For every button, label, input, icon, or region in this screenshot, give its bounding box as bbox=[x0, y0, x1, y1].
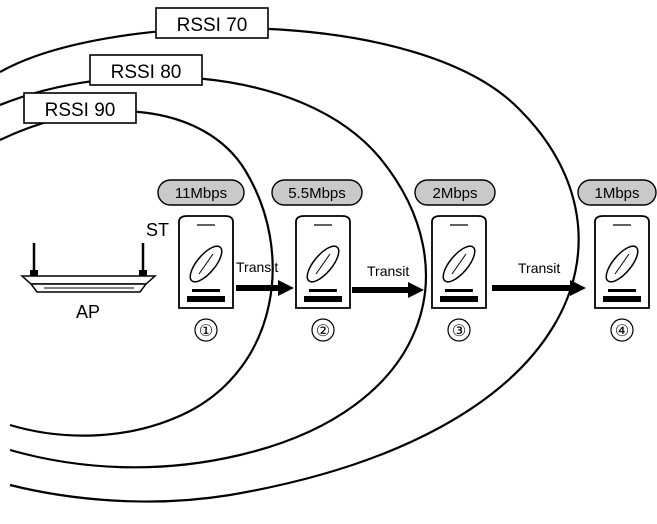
transit-arrow-3 bbox=[492, 280, 586, 296]
rssi-70-text: RSSI 70 bbox=[177, 15, 248, 36]
station-3: 2Mbps ③ bbox=[414, 179, 496, 342]
wireless-adapter-icon bbox=[594, 215, 650, 309]
station-2-rate-badge: 5.5Mbps bbox=[288, 185, 346, 202]
transit-label-1: Transit bbox=[236, 259, 278, 275]
wireless-adapter-icon bbox=[431, 215, 487, 309]
rssi-90-label: RSSI 90 bbox=[23, 92, 137, 124]
transit-label-2: Transit bbox=[367, 263, 409, 279]
station-4: 1Mbps ④ bbox=[577, 179, 657, 342]
transit-arrow-2 bbox=[352, 282, 424, 298]
ap-label: AP bbox=[76, 302, 100, 322]
st-label: ST bbox=[146, 220, 169, 240]
access-point-icon bbox=[20, 243, 157, 293]
station-2: 5.5Mbps ② bbox=[271, 179, 363, 342]
station-2-number: ② bbox=[316, 323, 330, 340]
station-4-rate-badge: 1Mbps bbox=[594, 185, 639, 202]
transit-arrow-1 bbox=[236, 280, 294, 296]
station-3-rate-badge: 2Mbps bbox=[432, 185, 477, 202]
station-4-number: ④ bbox=[615, 323, 629, 340]
station-1-rate-badge: 11Mbps bbox=[175, 185, 227, 202]
rssi-90-text: RSSI 90 bbox=[45, 100, 116, 121]
rssi-80-label: RSSI 80 bbox=[89, 54, 203, 86]
station-1: 11Mbps ① bbox=[157, 179, 245, 342]
station-3-number: ③ bbox=[452, 323, 466, 340]
rssi-80-text: RSSI 80 bbox=[111, 62, 182, 83]
wireless-adapter-icon bbox=[178, 215, 234, 309]
station-1-number: ① bbox=[199, 323, 213, 340]
transit-label-3: Transit bbox=[518, 260, 560, 276]
wireless-adapter-icon bbox=[295, 215, 351, 309]
rssi-70-label: RSSI 70 bbox=[155, 7, 269, 39]
